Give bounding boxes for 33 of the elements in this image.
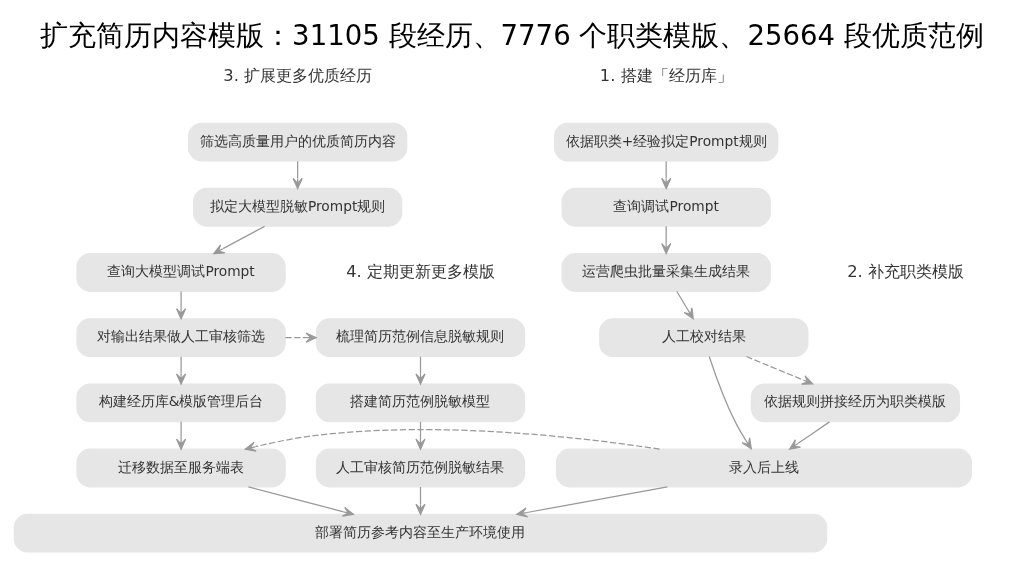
arrow	[175, 290, 186, 319]
label: 4. 定期更新更多模版	[345, 261, 495, 281]
node-box: 依据规则拼接经历为职类模版	[750, 382, 960, 422]
node-box: 录入后上线	[555, 448, 972, 487]
label: 1. 搭建「经历库」	[599, 65, 733, 85]
node-box: 搭建简历范例脱敏模型	[315, 382, 525, 422]
node-box: 人工校对结果	[598, 317, 808, 357]
arrow	[708, 355, 752, 449]
node-box: 拟定大模型脱敏Prompt规则	[192, 187, 402, 227]
node-box: 查询大模型调试Prompt	[75, 252, 286, 292]
node-box: 迁移数据至服务端表	[75, 448, 286, 487]
arrow	[212, 225, 265, 254]
arrow	[788, 420, 830, 450]
arrow	[175, 355, 186, 385]
node-box: 运营爬虫批量采集生成结果	[561, 252, 771, 292]
label: 3. 扩展更多优质经历	[222, 65, 372, 85]
arrow	[284, 332, 317, 343]
arrow	[745, 355, 813, 385]
arrow	[244, 428, 660, 452]
arrow	[247, 485, 354, 517]
node-box: 构建经历库&模版管理后台	[75, 382, 286, 422]
node-box: 人工审核简历范例脱敏结果	[315, 448, 525, 487]
arrow	[175, 420, 186, 450]
node-box: 依据职类+经验拟定Prompt规则	[553, 122, 778, 162]
node-box: 对输出结果做人工审核筛选	[75, 317, 286, 357]
node-box: 部署简历参考内容至生产环境使用	[13, 513, 827, 553]
arrow	[675, 290, 694, 319]
label: 2. 补充职类模版	[846, 261, 964, 281]
diagram-title: 扩充简历内容模版：31105 段经历、7776 个职类模版、25664 段优质范例	[39, 18, 984, 52]
arrow	[515, 485, 668, 518]
node-box: 梳理简历范例信息脱敏规则	[315, 317, 525, 357]
node-box: 筛选高质量用户的优质简历内容	[187, 122, 407, 162]
node-box: 查询调试Prompt	[561, 187, 771, 227]
